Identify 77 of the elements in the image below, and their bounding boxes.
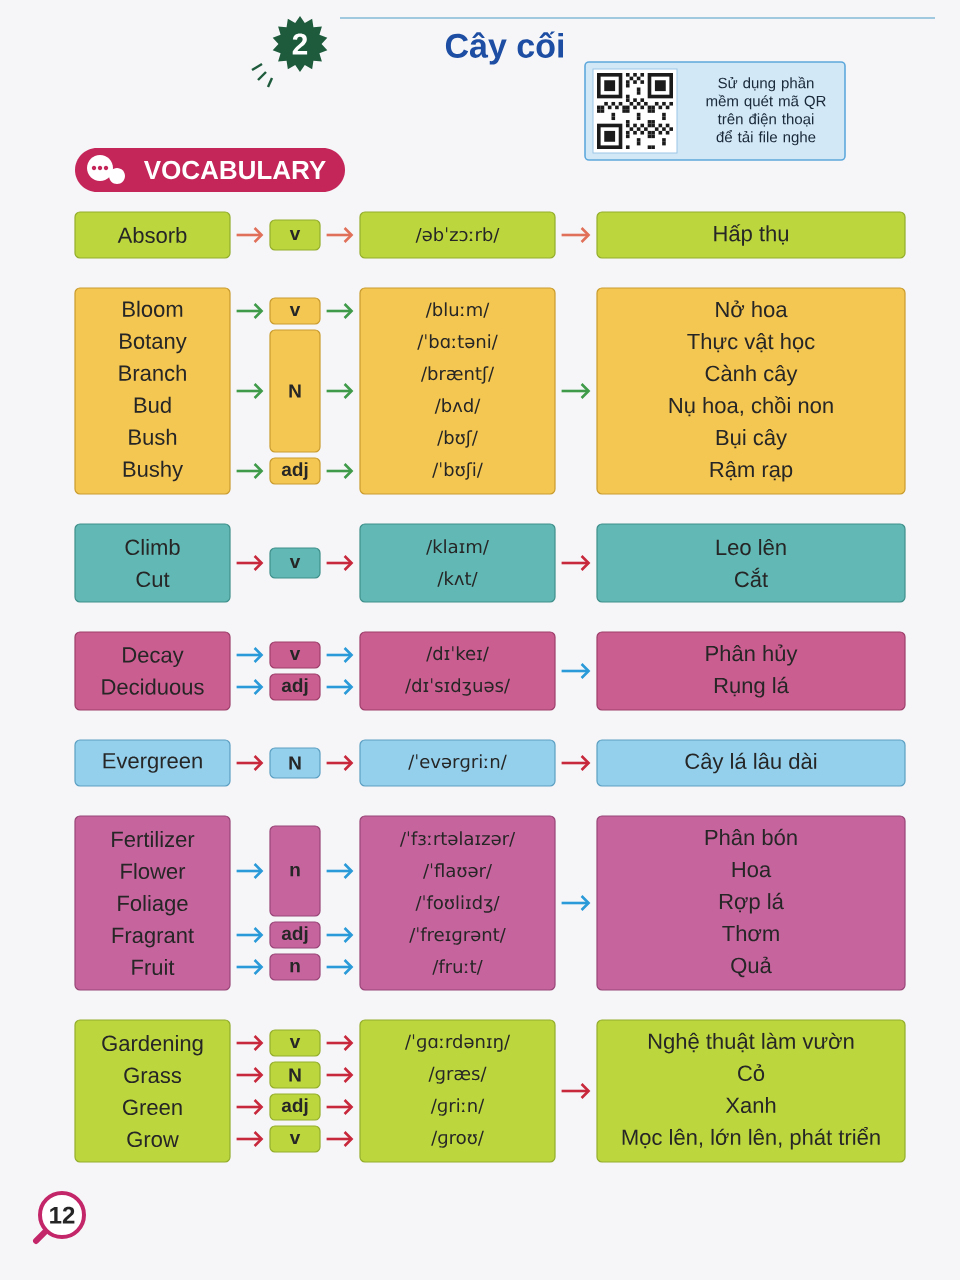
word-class-tag: v [269, 641, 321, 669]
word-box: Climb Cut [74, 523, 231, 603]
arrow [326, 463, 354, 479]
meaning-box: Hấp thụ [596, 211, 906, 259]
meaning-box: Phân hủy Rụng lá [596, 631, 906, 711]
arrow [236, 1067, 264, 1083]
pronunciation-box: /dɪˈkeɪ/ /dɪˈsɪdʒuəs/ [359, 631, 556, 711]
arrow [236, 383, 264, 399]
word-class-tag: N [269, 747, 321, 779]
arrow [326, 383, 354, 399]
arrow [561, 555, 591, 571]
word-class-tag: adj [269, 457, 321, 485]
arrow [561, 1083, 591, 1099]
pronunciation-box: /klaɪm/ /kʌt/ [359, 523, 556, 603]
meaning-box: Cây lá lâu dài [596, 739, 906, 787]
word-class-tag: n [269, 825, 321, 917]
section-band: VOCABULARY [75, 148, 345, 192]
word-box: Decay Deciduous [74, 631, 231, 711]
arrow [326, 927, 354, 943]
word-class-tag: v [269, 547, 321, 579]
word-class-tag: N [269, 329, 321, 453]
arrow [326, 1131, 354, 1147]
arrow [236, 463, 264, 479]
word-class-tag: v [269, 219, 321, 251]
number-badge: 2 [251, 16, 328, 88]
page-number: 12 [33, 1191, 86, 1244]
arrow [236, 927, 264, 943]
pronunciation-box: /ˈɡɑːrdənɪŋ/ /ɡræs/ /ɡriːn/ /ɡroʊ/ [359, 1019, 556, 1163]
word-box: Fertilizer Flower Foliage Fragrant Fruit [74, 815, 231, 991]
pronunciation-box: /bluːm/ /ˈbɑːtəni/ /bræntʃ/ /bʌd/ /bʊʃ/ /ˈbʊʃi/ [359, 287, 556, 495]
arrow [236, 1035, 264, 1051]
arrow [236, 303, 264, 319]
arrow [236, 555, 264, 571]
word-box: Evergreen [74, 739, 231, 787]
meaning-box: Leo lên Cắt [596, 523, 906, 603]
word-box: Gardening Grass Green Grow [74, 1019, 231, 1163]
arrow [561, 755, 591, 771]
arrow [236, 647, 264, 663]
arrow [326, 1099, 354, 1115]
pronunciation-box: /ˈevərɡriːn/ [359, 739, 556, 787]
arrow [236, 1099, 264, 1115]
word-class-tag: adj [269, 673, 321, 701]
arrow [326, 863, 354, 879]
arrow [561, 895, 591, 911]
meaning-box: Phân bón Hoa Rợp lá Thơm Quả [596, 815, 906, 991]
arrow [561, 227, 591, 243]
arrow [326, 227, 354, 243]
arrow [326, 959, 354, 975]
meaning-box: Nở hoa Thực vật học Cành cây Nụ hoa, chồi non Bụi cây Rậm rạp [596, 287, 906, 495]
word-class-tag: n [269, 953, 321, 981]
word-class-tag: N [269, 1061, 321, 1089]
arrow [326, 303, 354, 319]
pronunciation-box: /əbˈzɔːrb/ [359, 211, 556, 259]
title: Cây cối [445, 31, 563, 65]
arrow [326, 755, 354, 771]
pronunciation-box: /ˈfɜːrtəlaɪzər/ /ˈflaʊər/ /ˈfoʊliɪdʒ/ /ˈfreɪɡrənt/ /fruːt/ [359, 815, 556, 991]
word-class-tag: adj [269, 1093, 321, 1121]
arrow [561, 383, 591, 399]
arrow [326, 679, 354, 695]
arrow [326, 555, 354, 571]
word-box: Absorb [74, 211, 231, 259]
word-box: Bloom Botany Branch Bud Bush Bushy [74, 287, 231, 495]
arrow [236, 1131, 264, 1147]
arrow [236, 863, 264, 879]
arrow [236, 755, 264, 771]
arrow [326, 1035, 354, 1051]
arrow [236, 679, 264, 695]
arrow [236, 227, 264, 243]
arrow [326, 647, 354, 663]
word-class-tag: adj [269, 921, 321, 949]
word-class-tag: v [269, 1125, 321, 1153]
arrow [326, 1067, 354, 1083]
word-class-tag: v [269, 297, 321, 325]
arrow [236, 959, 264, 975]
arrow [561, 663, 591, 679]
meaning-box: Nghệ thuật làm vườn Cỏ Xanh Mọc lên, lớn lên, phát triển [596, 1019, 906, 1163]
word-class-tag: v [269, 1029, 321, 1057]
